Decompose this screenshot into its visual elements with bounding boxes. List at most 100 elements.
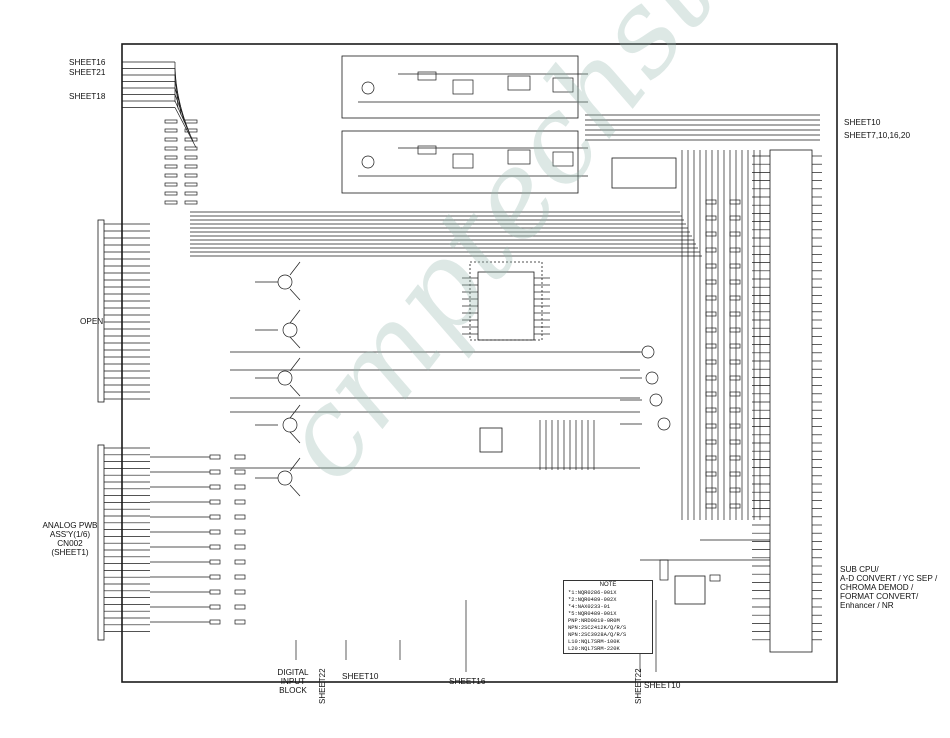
component	[209, 574, 221, 580]
component	[729, 423, 741, 429]
component	[209, 544, 221, 550]
component	[234, 499, 246, 505]
component	[729, 311, 741, 317]
component	[705, 343, 717, 349]
transistor	[282, 322, 298, 338]
component	[209, 469, 221, 475]
sheet10-bottom-b: SHEET10	[644, 681, 681, 690]
component	[705, 199, 717, 205]
component	[729, 279, 741, 285]
component	[729, 231, 741, 237]
component	[234, 604, 246, 610]
component	[705, 279, 717, 285]
component	[164, 128, 178, 133]
component	[417, 145, 437, 155]
open-label: OPEN	[80, 317, 104, 326]
component	[234, 454, 246, 460]
sheet16-top-label: SHEET16	[69, 58, 106, 67]
wire	[289, 457, 301, 472]
component	[164, 200, 178, 205]
wire	[174, 94, 191, 135]
note-line: L20:NQL7SRM-220K	[568, 646, 620, 652]
component	[234, 544, 246, 550]
sheet21-label: SHEET21	[69, 68, 106, 77]
component	[234, 574, 246, 580]
component	[729, 439, 741, 445]
note-line: NPN:2SC2412K/Q/R/S	[568, 625, 627, 631]
transistor	[277, 274, 293, 290]
component	[705, 391, 717, 397]
component	[184, 164, 198, 169]
sheet22-label-a: SHEET22	[318, 668, 327, 704]
component	[184, 155, 198, 160]
component	[705, 423, 717, 429]
transistor	[657, 417, 671, 431]
component	[709, 574, 721, 582]
wire	[289, 261, 301, 276]
sheet10-right-label: SHEET10	[844, 118, 881, 127]
component	[164, 155, 178, 160]
component	[552, 151, 574, 167]
component	[729, 455, 741, 461]
component	[729, 295, 741, 301]
subcpu-line4: FORMAT CONVERT/	[840, 592, 919, 601]
wire	[289, 357, 301, 372]
component	[164, 146, 178, 151]
note-line: *4:NAX0233-01	[568, 604, 611, 610]
component	[729, 487, 741, 493]
transistor	[361, 155, 375, 169]
component	[659, 559, 669, 581]
component	[209, 529, 221, 535]
digital-input-line1: DIGITAL	[277, 668, 309, 677]
analog-pwb-line2: ASS'Y(1/6)	[49, 530, 91, 539]
note-box: NOTE *1:NQR0286-001X *2:NQR0489-002X *4:…	[563, 580, 653, 654]
note-lines: *1:NQR0286-001X *2:NQR0489-002X *4:NAX02…	[568, 590, 626, 653]
component	[729, 263, 741, 269]
component	[184, 137, 198, 142]
sheet22-label-b: SHEET22	[634, 668, 643, 704]
component	[234, 529, 246, 535]
wire	[289, 309, 301, 324]
component	[234, 514, 246, 520]
note-line: *1:NQR0286-001X	[568, 590, 617, 596]
component	[184, 146, 198, 151]
subcpu-line3: CHROMA DEMOD /	[840, 583, 914, 592]
component	[729, 215, 741, 221]
sheet18-label: SHEET18	[69, 92, 106, 101]
component	[729, 343, 741, 349]
transistor	[282, 417, 298, 433]
note-line: *5:NQR0489-001X	[568, 611, 617, 617]
component	[705, 215, 717, 221]
component	[507, 75, 531, 91]
component	[184, 128, 198, 133]
component	[705, 503, 717, 509]
component	[164, 191, 178, 196]
note-line: PNP:NRD0019-0R0M	[568, 618, 620, 624]
component	[184, 200, 198, 205]
component	[234, 619, 246, 625]
component	[729, 359, 741, 365]
component	[184, 182, 198, 187]
component	[729, 199, 741, 205]
component	[209, 559, 221, 565]
component	[705, 455, 717, 461]
wire	[289, 431, 301, 444]
component	[552, 77, 574, 93]
subcpu-line1: SUB CPU/	[840, 565, 879, 574]
component	[184, 191, 198, 196]
component	[209, 454, 221, 460]
sheet16-bottom: SHEET16	[449, 677, 486, 686]
wire	[174, 107, 197, 148]
component	[705, 471, 717, 477]
component	[417, 71, 437, 81]
transistor	[645, 371, 659, 385]
analog-pwb-line1: ANALOG PWB	[42, 521, 98, 530]
analog-pwb-line4: (SHEET1)	[51, 548, 89, 557]
wire	[289, 288, 301, 301]
component	[209, 604, 221, 610]
component	[209, 514, 221, 520]
wire	[289, 484, 301, 497]
component	[164, 137, 178, 142]
component	[452, 153, 474, 169]
